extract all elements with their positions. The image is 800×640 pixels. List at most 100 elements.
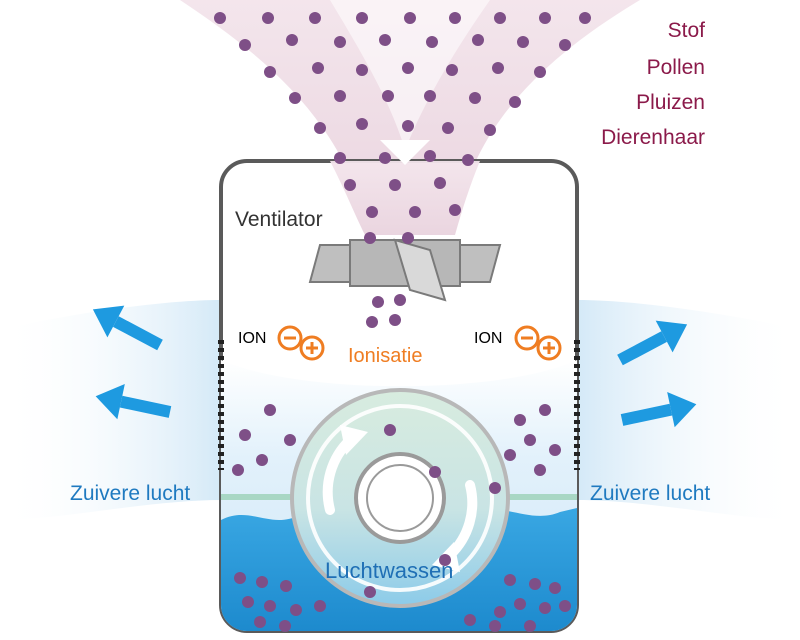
particle-dot bbox=[404, 12, 416, 24]
particle-dot bbox=[384, 424, 396, 436]
particle-dot bbox=[389, 314, 401, 326]
particle-dot bbox=[549, 582, 561, 594]
particle-dot bbox=[279, 620, 291, 632]
particle-dot bbox=[334, 152, 346, 164]
clean-air-label-right: Zuivere lucht bbox=[590, 482, 711, 505]
ion-label-right: ION bbox=[474, 330, 503, 347]
particle-dot bbox=[524, 620, 536, 632]
arrow-icon bbox=[620, 391, 697, 428]
particle-dot bbox=[509, 96, 521, 108]
particle-dot bbox=[290, 604, 302, 616]
fan-icon bbox=[308, 238, 502, 302]
particle-dot bbox=[366, 206, 378, 218]
particle-dot bbox=[559, 39, 571, 51]
particle-dot bbox=[539, 12, 551, 24]
intake-stream-split bbox=[330, 0, 490, 150]
particle-dot bbox=[549, 444, 561, 456]
particle-dot bbox=[559, 600, 571, 612]
particle-dot bbox=[289, 92, 301, 104]
luchtwassen-label: Luchtwassen bbox=[325, 558, 454, 583]
pollutant-label-pollen: Pollen bbox=[646, 56, 705, 79]
intake-arrow-icon bbox=[380, 140, 430, 165]
particle-dot bbox=[379, 34, 391, 46]
particle-dot bbox=[314, 122, 326, 134]
ion-mark-left: ION bbox=[238, 331, 266, 347]
particle-dot bbox=[232, 464, 244, 476]
particle-dot bbox=[424, 90, 436, 102]
particle-dot bbox=[469, 92, 481, 104]
particle-dot bbox=[280, 580, 292, 592]
particle-dot bbox=[364, 586, 376, 598]
particle-dot bbox=[264, 404, 276, 416]
particle-dot bbox=[449, 12, 461, 24]
particle-dot bbox=[424, 150, 436, 162]
particle-dot bbox=[239, 429, 251, 441]
particle-dot bbox=[264, 600, 276, 612]
particle-dot bbox=[484, 124, 496, 136]
particle-dot bbox=[534, 66, 546, 78]
particle-dot bbox=[256, 454, 268, 466]
particle-dot bbox=[284, 434, 296, 446]
particle-dot bbox=[382, 90, 394, 102]
particle-dot bbox=[514, 598, 526, 610]
particle-dot bbox=[494, 12, 506, 24]
particle-dot bbox=[402, 232, 414, 244]
particle-dot bbox=[234, 572, 246, 584]
particle-dot bbox=[434, 177, 446, 189]
particle-dot bbox=[356, 12, 368, 24]
pollutant-label-dierenhaar: Dierenhaar bbox=[601, 126, 705, 149]
ionisatie-label: Ionisatie bbox=[348, 345, 423, 367]
particle-dot bbox=[504, 449, 516, 461]
particle-dot bbox=[309, 12, 321, 24]
particle-dot bbox=[529, 578, 541, 590]
particle-dot bbox=[462, 154, 474, 166]
particle-dot bbox=[254, 616, 266, 628]
right-outflow-arrows bbox=[617, 320, 697, 428]
particle-dot bbox=[514, 414, 526, 426]
particle-dot bbox=[334, 36, 346, 48]
particle-dot bbox=[464, 614, 476, 626]
particle-dot bbox=[539, 602, 551, 614]
ion-mark-right: ION bbox=[474, 331, 502, 347]
particle-dot bbox=[262, 12, 274, 24]
ventilator-label: Ventilator bbox=[235, 208, 323, 231]
particle-dot bbox=[489, 620, 501, 632]
minus-plus-circles-icon bbox=[514, 325, 562, 361]
particle-dot bbox=[524, 434, 536, 446]
particle-dot bbox=[449, 204, 461, 216]
particle-dot bbox=[314, 600, 326, 612]
particles bbox=[214, 12, 591, 632]
particle-dot bbox=[492, 62, 504, 74]
particle-dot bbox=[494, 606, 506, 618]
particle-dot bbox=[214, 12, 226, 24]
particle-dot bbox=[334, 90, 346, 102]
particle-dot bbox=[409, 206, 421, 218]
particle-dot bbox=[394, 294, 406, 306]
left-outflow-arrows bbox=[92, 305, 172, 420]
arrow-icon bbox=[92, 305, 163, 351]
particle-dot bbox=[429, 466, 441, 478]
rotation-arrow-icon bbox=[445, 480, 478, 560]
particle-dot bbox=[426, 36, 438, 48]
particle-dot bbox=[364, 232, 376, 244]
pollutant-label-stof: Stof bbox=[667, 19, 705, 42]
particle-dot bbox=[389, 179, 401, 191]
pollutant-label-pluizen: Pluizen bbox=[636, 91, 705, 114]
arrow-icon bbox=[617, 320, 688, 366]
particle-dot bbox=[489, 482, 501, 494]
particle-dot bbox=[402, 120, 414, 132]
particle-dot bbox=[344, 179, 356, 191]
particle-dot bbox=[366, 316, 378, 328]
clean-air-label-left: Zuivere lucht bbox=[70, 482, 191, 505]
particle-dot bbox=[402, 62, 414, 74]
particle-dot bbox=[239, 39, 251, 51]
particle-dot bbox=[356, 64, 368, 76]
minus-plus-circles-icon bbox=[277, 325, 325, 361]
particle-dot bbox=[256, 576, 268, 588]
particle-dot bbox=[472, 34, 484, 46]
particle-dot bbox=[579, 12, 591, 24]
particle-dot bbox=[442, 122, 454, 134]
ion-label-left: ION bbox=[238, 330, 267, 347]
particle-dot bbox=[439, 554, 451, 566]
